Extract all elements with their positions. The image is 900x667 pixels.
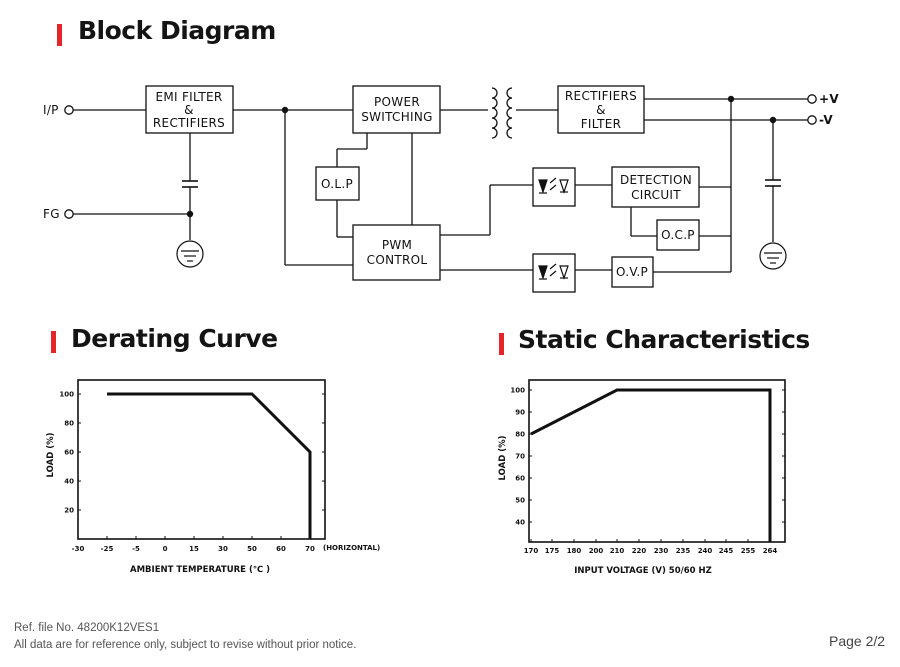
transformer-icon: [491, 87, 513, 139]
rectifiers-filter-label: &: [596, 103, 606, 117]
static-characteristics-title: Static Characteristics: [518, 325, 810, 354]
derating-x-axis-label: AMBIENT TEMPERATURE (℃ ): [130, 565, 270, 575]
static-characteristics-chart: 40 50 60 70 80 90 100 170 175 180 200 210 220 230 235…: [498, 379, 786, 576]
optocoupler-icon: [538, 263, 569, 280]
emi-filter-label: &: [184, 103, 194, 117]
derating-x-suffix: (HORIZONTAL): [323, 544, 380, 552]
block-diagram-title: Block Diagram: [78, 16, 276, 45]
pwm-control-label: CONTROL: [367, 253, 428, 267]
optocoupler-icon: [538, 177, 569, 194]
ref-file-number: Ref. file No. 48200K12VES1: [14, 622, 160, 634]
derating-chart: 20 40 60 80 100 -30 -25 -5 0 15 30 50 60 70 (HORIZON…: [46, 379, 380, 575]
ocp-label: O.C.P: [661, 228, 695, 242]
static-y-tick-label: 70: [515, 453, 525, 461]
static-x-tick-label: 210: [610, 547, 625, 555]
detection-circuit-block: [611, 166, 700, 208]
ovp-label: O.V.P: [616, 265, 648, 279]
neg-v-label: -V: [819, 113, 833, 127]
static-y-tick-label: 100: [510, 387, 525, 395]
derating-x-tick-label: -25: [101, 545, 114, 553]
derating-x-tick-label: 50: [247, 545, 257, 553]
derating-x-tick-label: 15: [189, 545, 199, 553]
ip-terminal: [64, 105, 74, 115]
static-x-axis-label: INPUT VOLTAGE (V) 50/60 HZ: [574, 566, 712, 576]
derating-y-tick-label: 60: [64, 449, 74, 457]
derating-curve-title: Derating Curve: [71, 324, 278, 353]
static-x-tick-label: 175: [545, 547, 560, 555]
terminal-circles: [64, 94, 817, 219]
derating-y-tick-label: 80: [64, 420, 74, 428]
ground-icon: [176, 240, 204, 268]
derating-x-tick-label: 30: [218, 545, 228, 553]
emi-filter-label: RECTIFIERS: [153, 116, 225, 130]
derating-plot-frame: [77, 379, 326, 540]
fg-label: FG: [43, 207, 60, 221]
page-number: Page 2/2: [829, 633, 886, 649]
static-characteristics-line: [530, 388, 772, 542]
derating-y-tick-label: 20: [64, 507, 74, 515]
power-switching-block: [352, 85, 441, 134]
ground-icon: [759, 242, 787, 270]
title-accent-bar: [51, 331, 56, 353]
static-x-tick-label: 180: [567, 547, 582, 555]
capacitor-icons: [182, 179, 781, 188]
pos-v-label: +V: [819, 92, 839, 106]
junction-dots: [186, 95, 777, 218]
fg-terminal: [64, 209, 74, 219]
title-accent-bar: [57, 24, 62, 46]
disclaimer-note: All data are for reference only, subject…: [14, 639, 357, 651]
derating-x-tick-label: 60: [276, 545, 286, 553]
static-y-axis-label: LOAD (%): [498, 435, 508, 480]
neg-v-terminal: [807, 115, 817, 125]
static-y-tick-label: 80: [515, 431, 525, 439]
pos-v-terminal: [807, 94, 817, 104]
derating-curve-line: [107, 392, 312, 539]
static-x-tick-label: 235: [676, 547, 691, 555]
static-x-tick-label: 245: [719, 547, 734, 555]
ocp-block: [656, 219, 700, 251]
olp-block: [315, 166, 360, 201]
derating-x-tick-label: 70: [305, 545, 315, 553]
rectifiers-filter-label: FILTER: [581, 117, 622, 131]
static-x-tick-label: 264: [763, 547, 778, 555]
static-x-tick-label: 170: [524, 547, 539, 555]
olp-label: O.L.P: [321, 177, 353, 191]
static-y-tick-label: 90: [515, 409, 525, 417]
detection-circuit-label: DETECTION: [620, 173, 692, 187]
static-y-tick-label: 50: [515, 497, 525, 505]
derating-y-tick-label: 40: [64, 478, 74, 486]
title-accent-bar: [499, 333, 504, 355]
rectifiers-filter-label: RECTIFIERS: [565, 89, 637, 103]
rectifiers-filter-block: [557, 85, 645, 134]
static-y-tick-label: 60: [515, 475, 525, 483]
static-x-tick-label: 220: [632, 547, 647, 555]
derating-x-tick-label: -30: [72, 545, 85, 553]
derating-x-tick-label: 0: [163, 545, 168, 553]
emi-filter-block: [145, 85, 234, 134]
static-x-tick-label: 255: [741, 547, 756, 555]
power-switching-label: SWITCHING: [361, 110, 433, 124]
derating-y-tick-label: 100: [59, 391, 74, 399]
emi-filter-label: EMI FILTER: [155, 90, 222, 104]
static-x-tick-label: 240: [698, 547, 713, 555]
static-x-tick-label: 230: [654, 547, 669, 555]
static-plot-frame: [528, 379, 786, 543]
static-x-tick-label: 200: [589, 547, 604, 555]
pwm-control-block: [352, 224, 441, 281]
derating-y-axis-label: LOAD (%): [46, 432, 56, 477]
power-switching-label: POWER: [374, 95, 420, 109]
ip-label: I/P: [43, 103, 59, 117]
detection-circuit-label: CIRCUIT: [631, 188, 681, 202]
ovp-block: [611, 256, 654, 288]
static-y-tick-label: 40: [515, 519, 525, 527]
pwm-control-label: PWM: [382, 238, 412, 252]
derating-x-tick-label: -5: [132, 545, 140, 553]
